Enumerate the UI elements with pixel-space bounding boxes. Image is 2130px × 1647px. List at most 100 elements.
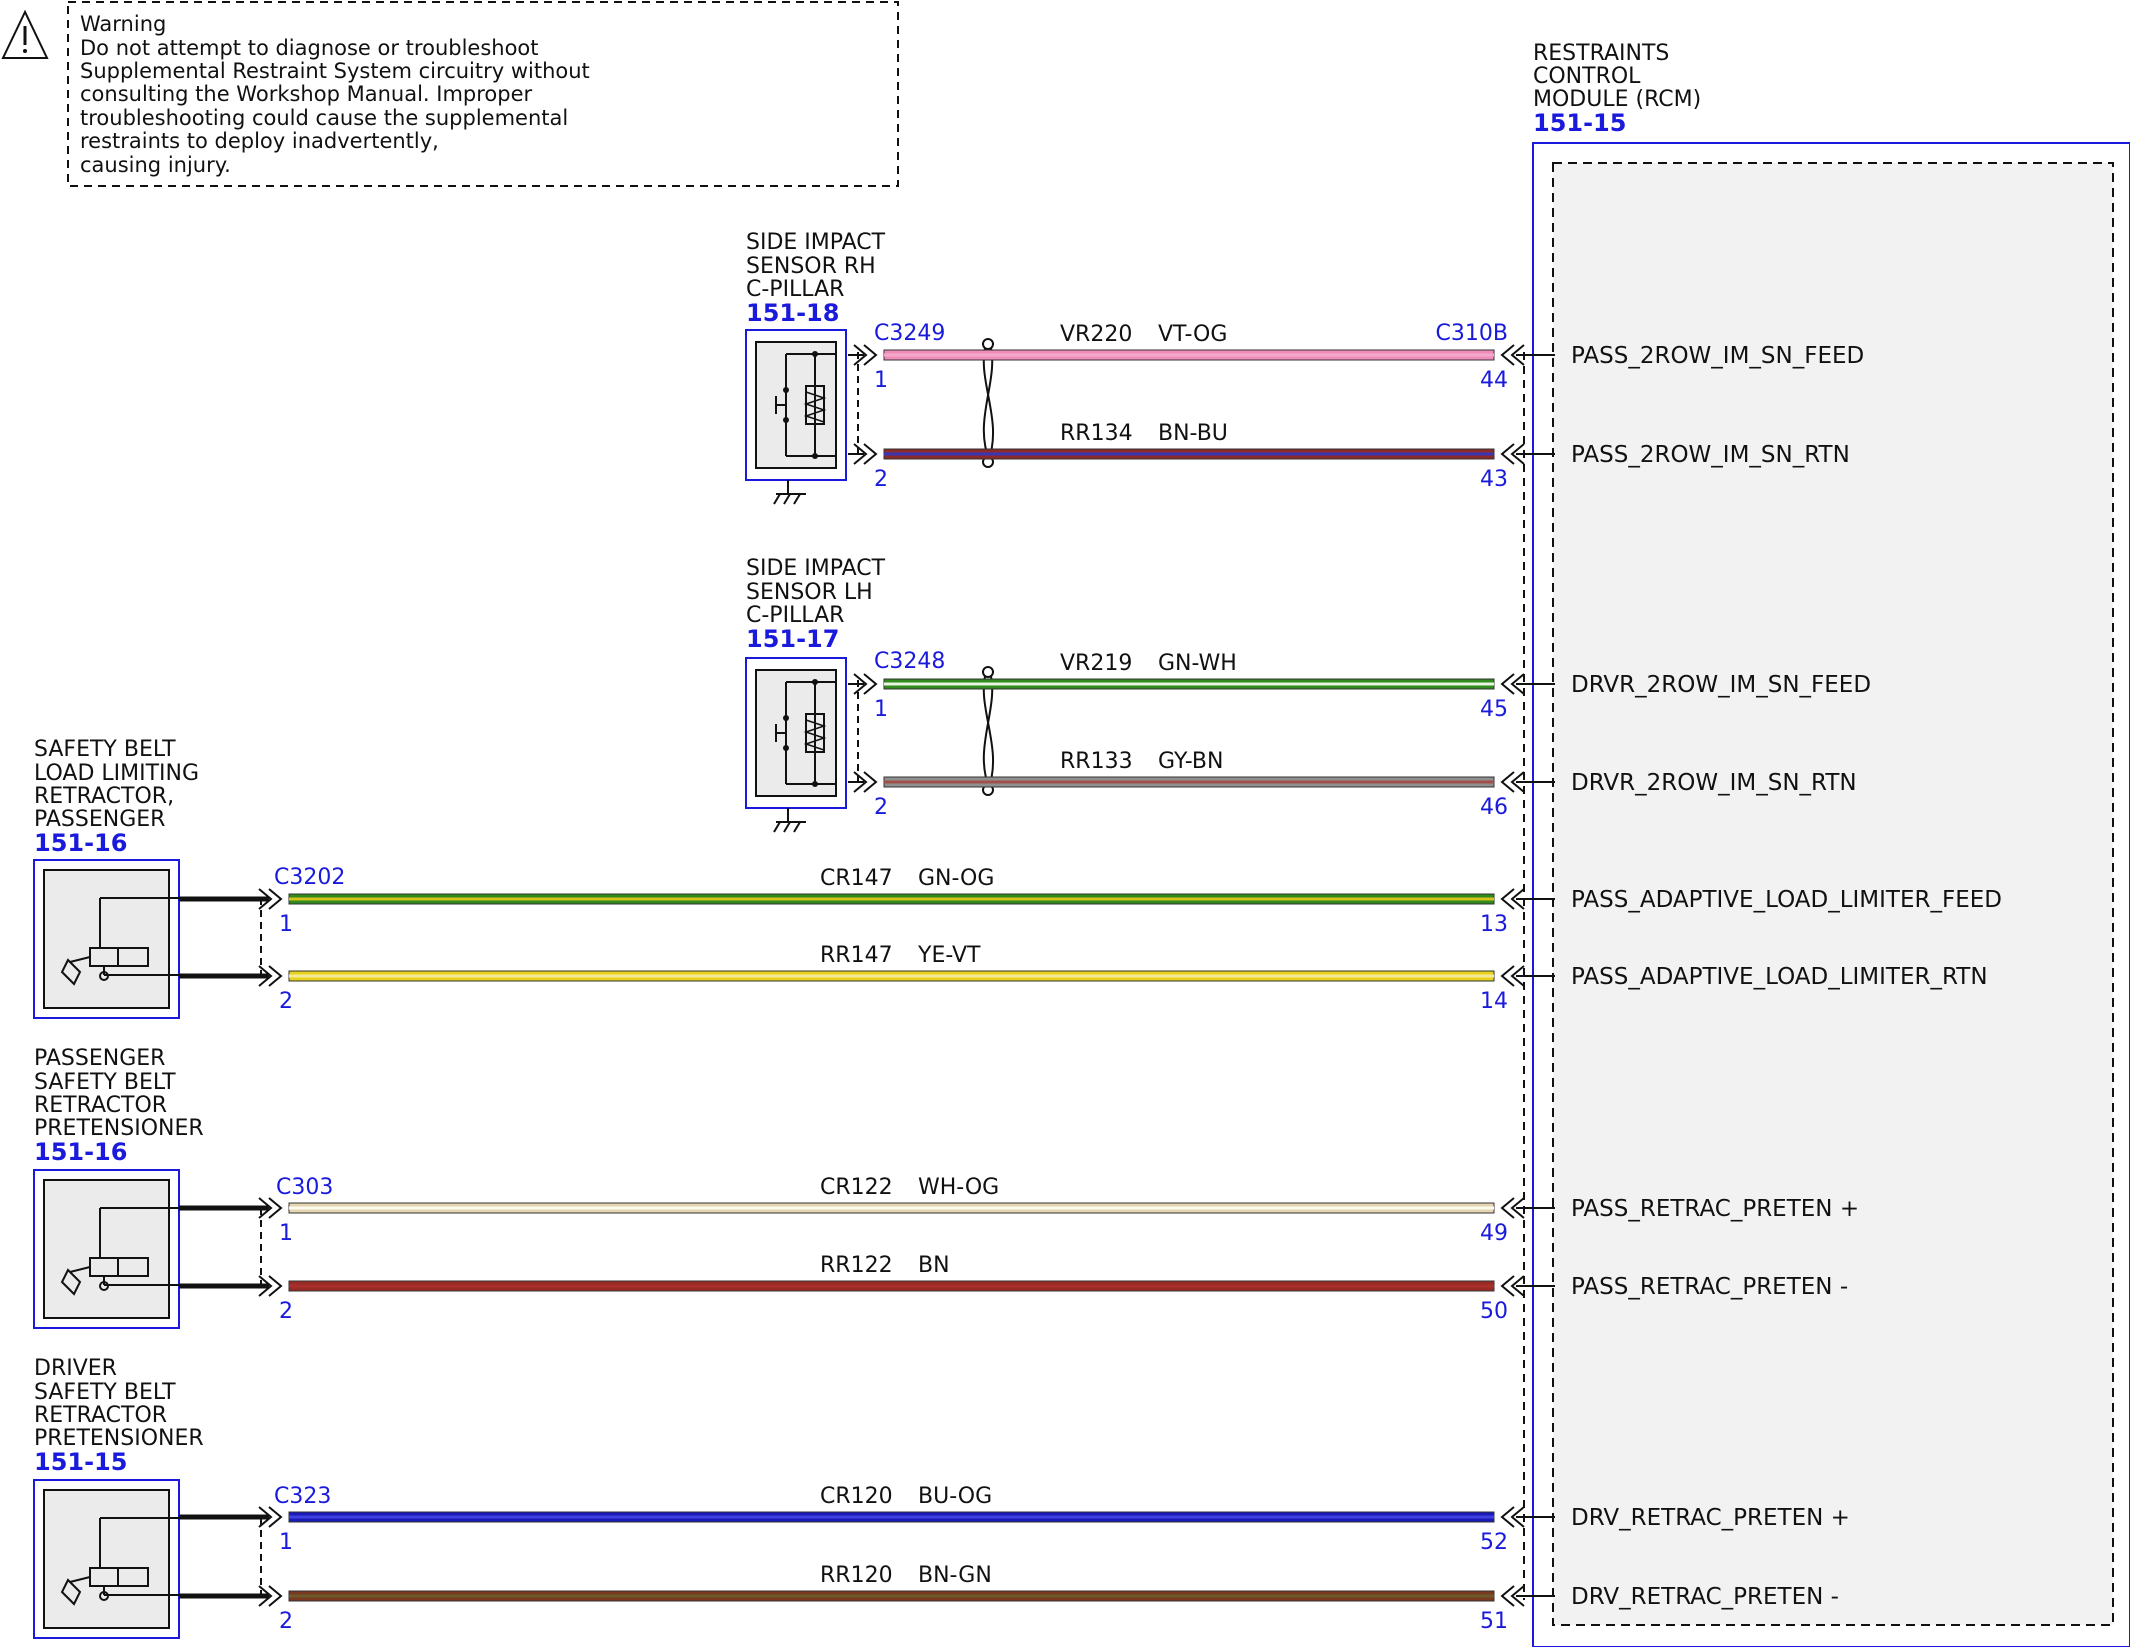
connector-terminal-icon: [1500, 344, 1525, 366]
wire-color-code: WH-OG: [918, 1175, 999, 1200]
connector-terminal-icon: [1500, 673, 1525, 695]
warning-title: Warning: [80, 12, 166, 36]
connector-terminal-icon: [853, 673, 878, 695]
wire-stripe: [289, 1284, 1494, 1288]
wire-color-code: BN-BU: [1158, 421, 1228, 446]
right-pin-number: 51: [1480, 1609, 1508, 1634]
component-name-line: RETRACTOR: [34, 1403, 167, 1428]
wire-color-code: GN-OG: [918, 866, 994, 891]
component-name-line: PRETENSIONER: [34, 1426, 204, 1451]
sensor-name-line: SENSOR LH: [746, 580, 873, 605]
circuit-label: RR120: [820, 1563, 893, 1588]
rcm-signal-name: PASS_2ROW_IM_SN_RTN: [1571, 442, 1850, 468]
component-name-line: SAFETY BELT: [34, 1070, 176, 1095]
left-pin-number: 2: [279, 989, 293, 1014]
retractor-motor-icon: [60, 1517, 179, 1606]
left-pin-number: 1: [279, 1221, 293, 1246]
wire-stripe: [884, 353, 1494, 357]
wire-stripe: [289, 1206, 1494, 1210]
rcm-inner-box: [1552, 162, 2114, 1626]
left-pin-number: 1: [279, 912, 293, 937]
rcm-signal-name: DRV_RETRAC_PRETEN -: [1571, 1584, 1839, 1610]
right-pin-number: 49: [1480, 1221, 1508, 1246]
component-code: 151-15: [34, 1448, 127, 1476]
connector-terminal-icon: [853, 771, 878, 793]
right-pin-number: 45: [1480, 697, 1508, 722]
connector-terminal-icon: [258, 1506, 283, 1528]
wire-color-code: BN-GN: [918, 1563, 992, 1588]
connector-terminal-icon: [1500, 965, 1525, 987]
wire-stripe: [884, 682, 1494, 686]
wire-rr120: RR120 BN-GN 2 51 DRV_RETRAC_PRETEN -: [179, 1563, 1839, 1634]
rcm-signal-name: PASS_ADAPTIVE_LOAD_LIMITER_FEED: [1571, 887, 2002, 913]
rcm-code: 151-15: [1533, 109, 1626, 137]
circuit-label: RR122: [820, 1253, 893, 1278]
circuit-label: CR122: [820, 1175, 893, 1200]
warning-line: restraints to deploy inadvertently,: [80, 129, 439, 153]
component-name-line: PASSENGER: [34, 807, 165, 832]
rcm-signal-name: PASS_ADAPTIVE_LOAD_LIMITER_RTN: [1571, 964, 1988, 990]
wire-color-code: GN-WH: [1158, 651, 1237, 676]
circuit-label: CR120: [820, 1484, 893, 1509]
load-limiting-retractor-passenger: SAFETY BELT LOAD LIMITING RETRACTOR, PAS…: [33, 737, 345, 1019]
sensor-connector-label: C3249: [874, 321, 945, 346]
wire-color-code: BU-OG: [918, 1484, 992, 1509]
impact-sensor-icon: [775, 351, 836, 459]
sensor-code: 151-17: [746, 625, 839, 653]
component-connector-label: C323: [274, 1484, 331, 1509]
component-code: 151-16: [34, 1138, 127, 1166]
left-pin-number: 2: [279, 1609, 293, 1634]
passenger-retractor-pretensioner: PASSENGER SAFETY BELT RETRACTOR PRETENSI…: [33, 1046, 333, 1329]
warning-line: consulting the Workshop Manual. Improper: [80, 82, 533, 106]
sensor-name-line: SIDE IMPACT: [746, 556, 886, 581]
ground-symbol-icon: [773, 480, 806, 505]
right-pin-number: 13: [1480, 912, 1508, 937]
component-body: [43, 1179, 170, 1319]
wire-stripe: [289, 897, 1494, 901]
left-pin-number: 2: [874, 467, 888, 492]
wire-stripe: [289, 1594, 1494, 1598]
sensor-name-line: C-PILLAR: [746, 603, 844, 628]
sensor-body: [755, 669, 837, 797]
wire-color-code: YE-VT: [917, 943, 981, 968]
left-pin-number: 2: [279, 1299, 293, 1324]
component-code: 151-16: [34, 829, 127, 857]
side-impact-sensor-lh: SIDE IMPACT SENSOR LH C-PILLAR 151-17 C3…: [745, 556, 945, 833]
rcm-connector-label: C310B: [1436, 321, 1508, 346]
rcm-signal-name: PASS_RETRAC_PRETEN -: [1571, 1274, 1848, 1300]
wire-stripe: [884, 452, 1494, 456]
warning-triangle-icon: [1, 9, 49, 59]
component-name-line: SAFETY BELT: [34, 1380, 176, 1405]
wire-stripe: [884, 780, 1494, 784]
rcm-signal-name: DRVR_2ROW_IM_SN_FEED: [1571, 672, 1871, 698]
component-name-line: LOAD LIMITING: [34, 761, 199, 786]
rcm-name-line: MODULE (RCM): [1533, 87, 1701, 112]
connector-terminal-icon: [1500, 443, 1525, 465]
right-pin-number: 44: [1480, 368, 1508, 393]
sensor-connector-label: C3248: [874, 649, 945, 674]
sensor-code: 151-18: [746, 299, 839, 327]
warning-line: troubleshooting could cause the suppleme…: [80, 106, 568, 130]
left-pin-number: 1: [874, 697, 888, 722]
connector-terminal-icon: [1500, 1506, 1525, 1528]
retractor-motor-icon: [60, 1207, 179, 1296]
component-name-line: PRETENSIONER: [34, 1116, 204, 1141]
component-name-line: RETRACTOR,: [34, 784, 174, 809]
ground-symbol-icon: [773, 808, 806, 833]
connector-terminal-icon: [1500, 1197, 1525, 1219]
warning-line: causing injury.: [80, 153, 231, 177]
sensor-name-line: SENSOR RH: [746, 254, 876, 279]
rcm-signal-name: PASS_2ROW_IM_SN_FEED: [1571, 343, 1864, 369]
warning-notice: Warning Do not attempt to diagnose or tr…: [1, 1, 899, 187]
driver-retractor-pretensioner: DRIVER SAFETY BELT RETRACTOR PRETENSIONE…: [33, 1356, 331, 1639]
component-connector-label: C3202: [274, 865, 345, 890]
wire-stripe: [289, 1515, 1494, 1519]
connector-terminal-icon: [258, 888, 283, 910]
left-pin-number: 1: [279, 1530, 293, 1555]
